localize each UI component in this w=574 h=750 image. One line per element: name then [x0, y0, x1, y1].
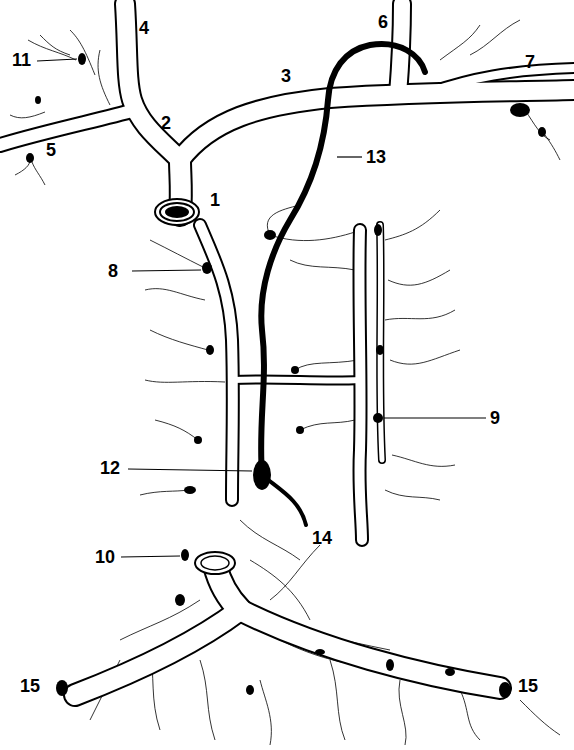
lymph-node — [184, 486, 196, 494]
callout-number: 7 — [525, 52, 535, 73]
thoracic-duct — [261, 44, 425, 525]
lymph-node — [26, 153, 34, 163]
vessel-opening — [160, 203, 194, 221]
vessel-lumen — [240, 610, 500, 688]
callout-number: 14 — [312, 528, 332, 549]
lymph-node — [246, 685, 254, 695]
lymph-node — [376, 345, 384, 355]
callout-number: 3 — [281, 66, 291, 87]
vessel-opening — [155, 199, 199, 225]
lymph-node — [373, 413, 383, 423]
callout-number: 15 — [518, 676, 538, 697]
lymph-node — [296, 426, 304, 434]
vessel-lumen — [75, 610, 240, 695]
callout-number: 10 — [95, 547, 115, 568]
vessel-outline — [200, 225, 233, 500]
callout-number: 9 — [490, 408, 500, 429]
callout-number: 12 — [100, 458, 120, 479]
callout-number: 6 — [378, 12, 388, 33]
vessel-outline — [75, 610, 240, 695]
lymph-node — [386, 659, 394, 671]
lymph-node — [538, 127, 546, 137]
thoracic-duct — [261, 44, 425, 475]
lymph-node — [206, 345, 214, 355]
fine-vessel — [28, 30, 110, 105]
lymph-node — [35, 96, 41, 104]
vessel-lumen — [0, 110, 135, 145]
vessel-lumen — [380, 225, 382, 460]
leader-line — [384, 417, 486, 418]
lymph-node — [510, 103, 530, 117]
lymph-node — [56, 680, 68, 696]
leader-lines — [37, 59, 486, 557]
lymph-node — [374, 224, 382, 236]
vessel-outline — [359, 230, 362, 540]
fine-vessel — [140, 240, 225, 495]
callout-number: 4 — [139, 18, 149, 39]
vessel-outline — [240, 610, 500, 688]
callout-number: 1 — [210, 190, 220, 211]
lymph-nodes — [26, 53, 546, 698]
leader-line — [337, 156, 362, 157]
vessel-lumen — [232, 379, 360, 380]
vessel-outline — [232, 379, 360, 380]
lymph-node — [315, 649, 325, 655]
vessel-opening — [165, 206, 189, 218]
leader-line — [121, 556, 180, 557]
lymph-node — [202, 262, 212, 274]
vessel-outline — [380, 225, 382, 460]
vessel-lumens — [0, 4, 574, 695]
leader-line — [128, 469, 252, 471]
callout-number: 8 — [108, 261, 118, 282]
vessel-outline — [0, 110, 135, 145]
vessel-lumen — [200, 225, 233, 500]
callout-number: 13 — [366, 147, 386, 168]
callout-number: 2 — [161, 113, 171, 134]
vessel-outlines — [0, 4, 574, 695]
lymph-node — [194, 436, 202, 444]
callout-number: 11 — [12, 50, 31, 71]
lymph-node — [181, 549, 189, 561]
lymph-node — [445, 668, 455, 676]
leader-line — [132, 270, 201, 271]
lymph-node — [264, 230, 276, 240]
lymph-node — [499, 682, 511, 698]
vessel-opening — [201, 556, 229, 570]
cisterna-chyli — [253, 460, 271, 490]
leader-line — [37, 59, 77, 61]
vessel-opening — [195, 552, 235, 574]
fine-vessel — [385, 210, 460, 500]
callout-number: 15 — [20, 676, 40, 697]
lymph-node — [291, 366, 299, 374]
vessel-outline — [125, 4, 180, 160]
callout-number: 5 — [46, 140, 56, 161]
lymph-node — [175, 594, 185, 606]
vessel-lumen — [430, 68, 574, 92]
vessel-lumen — [359, 230, 362, 540]
vessel-lumen — [125, 4, 180, 160]
vessel-openings — [155, 199, 235, 574]
lymph-node — [78, 53, 86, 65]
